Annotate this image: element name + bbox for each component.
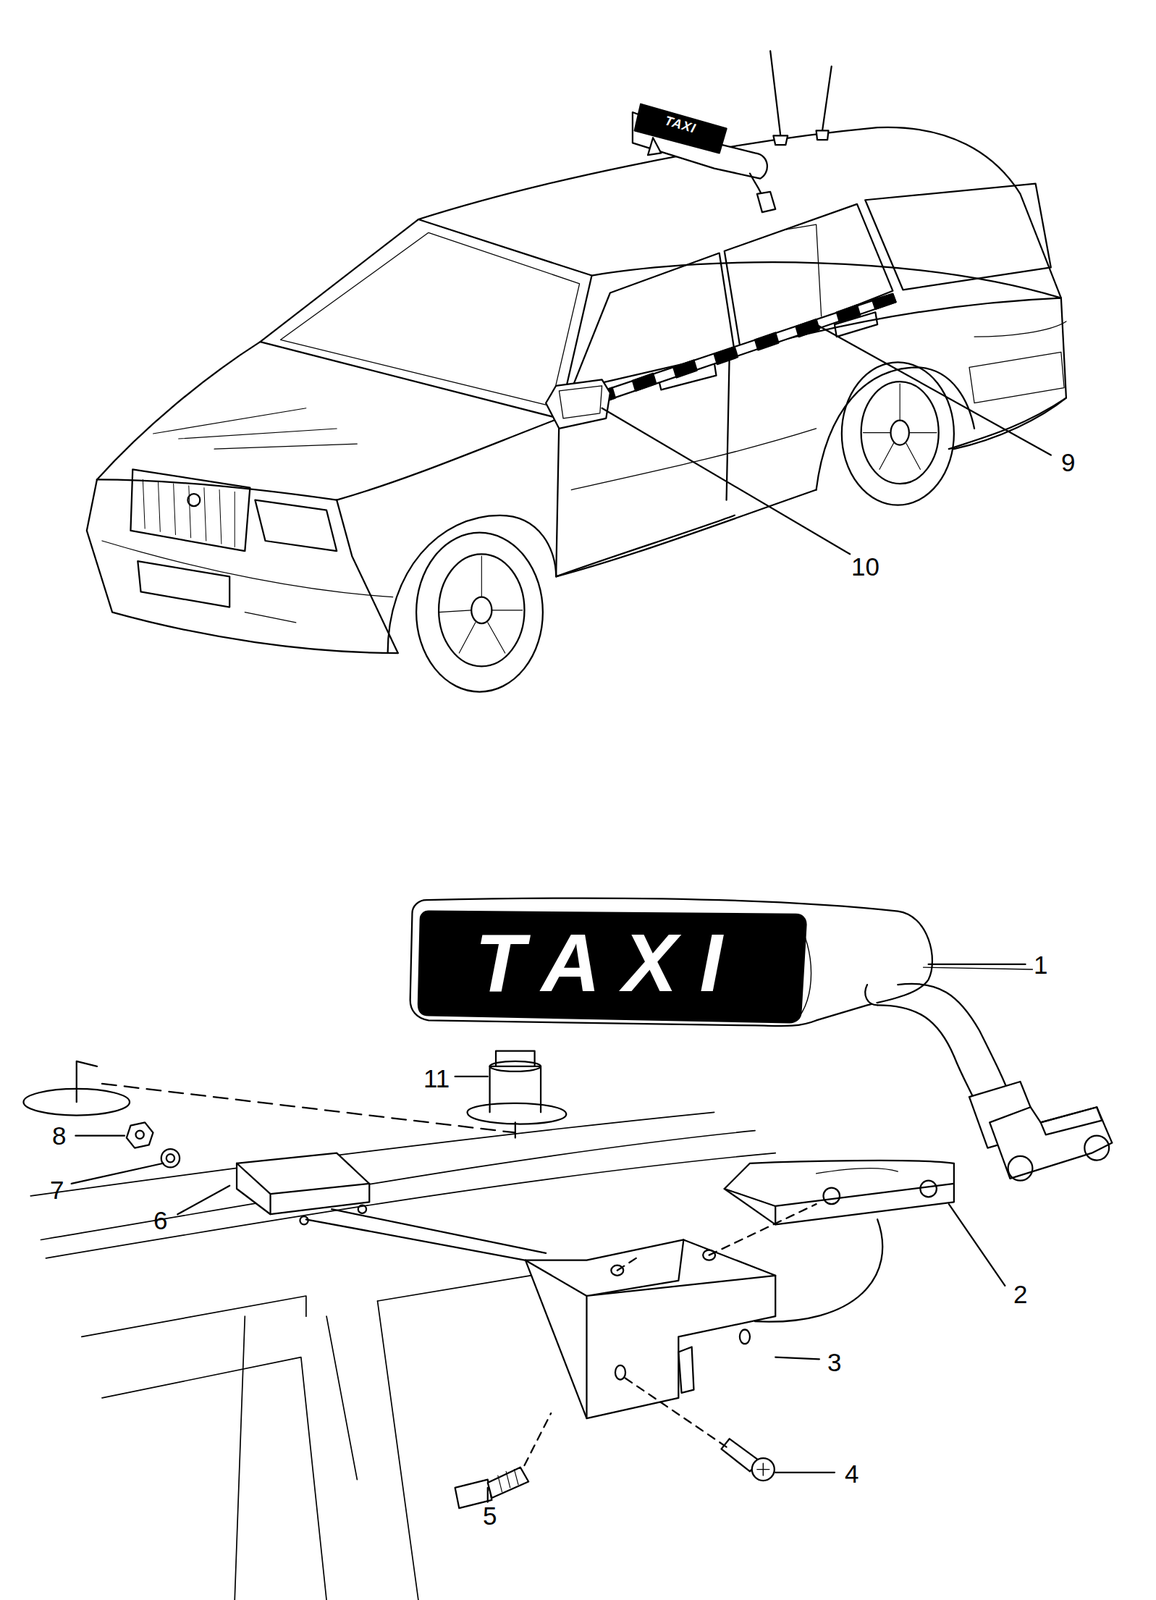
callout-number: 8 <box>52 1122 66 1149</box>
callout-number: 9 <box>1061 449 1075 475</box>
callout-number: 2 <box>1013 1281 1028 1307</box>
callout-number: 1 <box>1033 951 1048 978</box>
sign-text: TAXI <box>474 922 745 1004</box>
callout-number: 4 <box>844 1460 859 1487</box>
callout-number: 6 <box>153 1207 168 1233</box>
callout-number: 10 <box>851 553 880 580</box>
callout-number: 3 <box>827 1349 842 1375</box>
callout-number: 7 <box>49 1176 64 1203</box>
callout-number: 11 <box>423 1065 450 1091</box>
callout-number: 5 <box>482 1502 497 1529</box>
